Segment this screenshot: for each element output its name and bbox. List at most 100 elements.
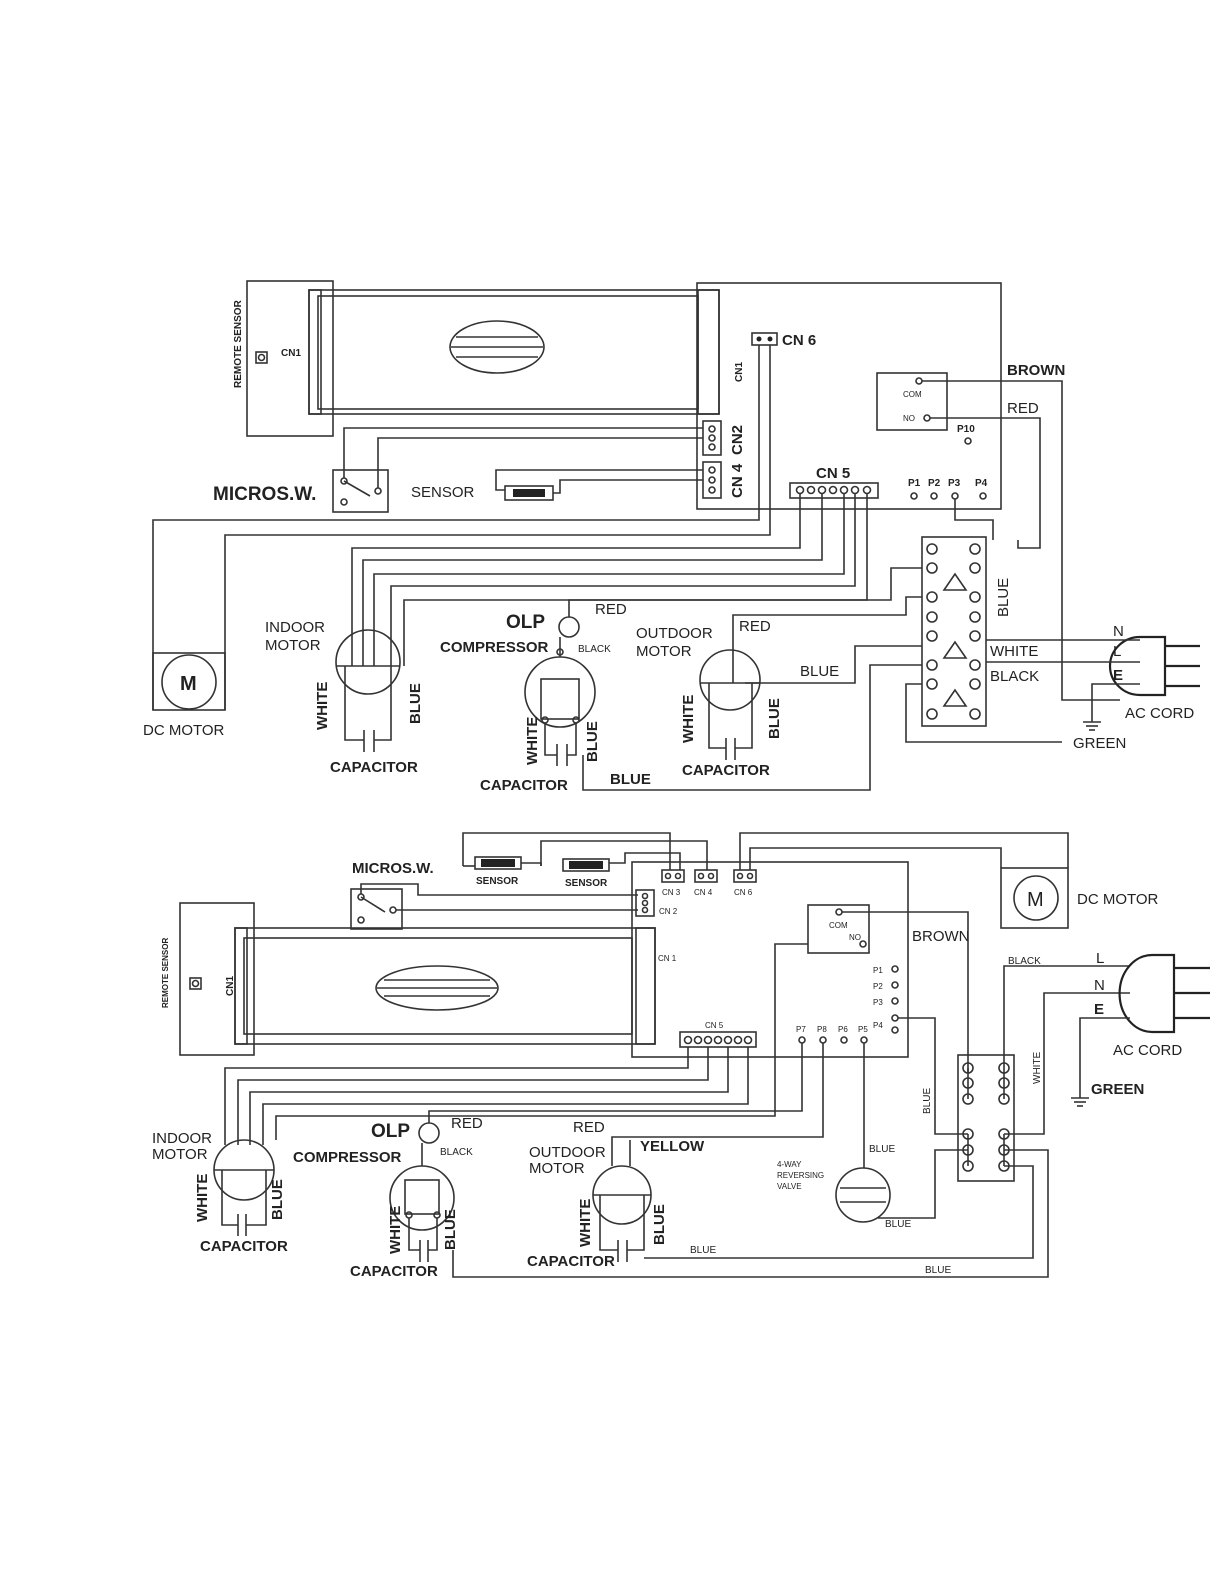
top-outdoor-capacitor: CAPACITOR	[682, 762, 770, 779]
bottom-micro-switch-label: MICROS.W.	[352, 860, 434, 877]
top-outdoor-red: RED	[739, 618, 771, 635]
bottom-cn2-label: CN 2	[659, 907, 678, 916]
bottom-p7-label: P7	[796, 1025, 806, 1034]
bottom-comp-blue-wire: BLUE	[925, 1265, 951, 1276]
bottom-display-window	[375, 965, 499, 1011]
top-outdoor-motor-label-2: MOTOR	[636, 643, 692, 660]
bottom-sensor-2	[562, 858, 610, 872]
bottom-ac-plug	[1118, 953, 1176, 1034]
top-compressor-label: COMPRESSOR	[440, 639, 549, 656]
top-sensor-label: SENSOR	[411, 484, 475, 501]
bottom-outdoor-red: RED	[573, 1119, 605, 1136]
bottom-brown-label: BROWN	[912, 928, 970, 945]
bottom-olp	[418, 1122, 440, 1144]
bottom-olp-red: RED	[451, 1115, 483, 1132]
top-p3-label: P3	[948, 478, 961, 489]
bottom-p8-label: P8	[817, 1025, 827, 1034]
bottom-cn1-left-label: CN1	[225, 976, 236, 996]
bottom-com-label: COM	[829, 921, 848, 930]
top-blue-terminal-label: BLUE	[995, 578, 1012, 617]
bottom-valve-label-1: 4-WAY	[777, 1160, 802, 1169]
top-comp-white: WHITE	[524, 717, 541, 765]
bottom-reversing-valve	[835, 1167, 891, 1223]
top-comp-blue: BLUE	[584, 721, 601, 762]
bottom-cn4-label: CN 4	[694, 888, 713, 897]
bottom-cn6-connector	[733, 869, 757, 883]
bottom-cn5-connector	[679, 1031, 757, 1048]
bottom-remote-sensor-label: REMOTE SENSOR	[161, 938, 170, 1008]
bottom-outdoor-white: WHITE	[577, 1199, 594, 1247]
top-indoor-motor	[335, 629, 401, 695]
bottom-outdoor-capacitor: CAPACITOR	[527, 1253, 615, 1270]
top-dc-motor-box	[152, 652, 226, 711]
bottom-display-frame	[234, 927, 656, 1045]
top-cn6-connector	[751, 332, 778, 346]
bottom-valve-label-3: VALVE	[777, 1182, 802, 1191]
bottom-indoor-capacitor: CAPACITOR	[200, 1238, 288, 1255]
top-dc-motor-symbol: M	[180, 673, 197, 695]
bottom-dc-motor-label: DC MOTOR	[1077, 891, 1159, 908]
top-red-relay-label: RED	[1007, 400, 1039, 417]
bottom-indoor-blue: BLUE	[269, 1179, 286, 1220]
bottom-comp-blue: BLUE	[442, 1209, 459, 1250]
bottom-display-panel	[243, 937, 633, 1035]
bottom-relay	[807, 904, 870, 954]
top-indoor-blue: BLUE	[407, 683, 424, 724]
top-outdoor-motor	[699, 649, 761, 711]
top-relay	[876, 372, 948, 431]
top-indoor-motor-label-2: MOTOR	[265, 637, 321, 654]
bottom-terminal-block	[957, 1054, 1015, 1182]
top-e-label: E	[1113, 667, 1123, 684]
bottom-cn6-label: CN 6	[734, 888, 753, 897]
bottom-white-cord-label: WHITE	[1032, 1051, 1043, 1084]
bottom-indoor-motor-label-2: MOTOR	[152, 1146, 208, 1163]
top-cn1-left-label: CN1	[281, 348, 301, 359]
top-remote-sensor-board	[246, 280, 334, 437]
bottom-olp-label: OLP	[371, 1121, 410, 1142]
top-n-label: N	[1113, 623, 1124, 640]
top-ac-cord-label: AC CORD	[1125, 705, 1194, 722]
bottom-p5-label: P5	[858, 1025, 868, 1034]
top-indoor-capacitor: CAPACITOR	[330, 759, 418, 776]
bottom-indoor-motor-label-1: INDOOR	[152, 1130, 212, 1147]
top-black-cord-label: BLACK	[990, 668, 1039, 685]
bottom-micro-switch	[350, 888, 403, 930]
bottom-p2-label: P2	[873, 982, 883, 991]
bottom-p4-label: P4	[873, 1021, 883, 1030]
top-compressor-black: BLACK	[578, 644, 611, 655]
top-indoor-motor-label-1: INDOOR	[265, 619, 325, 636]
bottom-sensor-2-label: SENSOR	[565, 878, 608, 889]
top-comp-blue-wire: BLUE	[610, 771, 651, 788]
top-white-cord-label: WHITE	[990, 643, 1038, 660]
bottom-cn5-label: CN 5	[705, 1021, 724, 1030]
top-remote-sensor-chip	[255, 351, 268, 364]
bottom-outdoor-blue-wire: BLUE	[690, 1245, 716, 1256]
top-com-label: COM	[903, 390, 922, 399]
top-micro-switch-label: MICROS.W.	[213, 484, 316, 505]
bottom-diagram: SENSOR SENSOR CN 3 CN 4 CN 6 M DC MOTOR …	[152, 832, 1210, 1280]
bottom-remote-sensor-board	[179, 902, 255, 1056]
bottom-cn1-right-label: CN 1	[658, 954, 677, 963]
top-outdoor-motor-label-1: OUTDOOR	[636, 625, 713, 642]
bottom-ac-cord-label: AC CORD	[1113, 1042, 1182, 1059]
top-terminal-block	[921, 536, 987, 727]
bottom-compressor-label: COMPRESSOR	[293, 1149, 402, 1166]
bottom-comp-white: WHITE	[387, 1206, 404, 1254]
top-cn1-right-label: CN1	[734, 362, 745, 382]
bottom-p6-label: P6	[838, 1025, 848, 1034]
top-dc-motor-label: DC MOTOR	[143, 722, 225, 739]
bottom-blue-terminal-label: BLUE	[922, 1088, 933, 1114]
bottom-indoor-white: WHITE	[194, 1174, 211, 1222]
bottom-l-label: L	[1096, 950, 1104, 967]
bottom-no-label: NO	[849, 933, 861, 942]
bottom-sensor-1-label: SENSOR	[476, 876, 519, 887]
top-diagram: REMOTE SENSOR CN1 CN1 CN 6 CN2 CN 4 MICR…	[143, 280, 1200, 794]
bottom-valve-blue-bottom: BLUE	[885, 1219, 911, 1230]
top-display-frame	[308, 289, 720, 415]
bottom-cn2-connector	[635, 889, 655, 917]
top-display-panel	[317, 295, 699, 410]
top-brown-label: BROWN	[1007, 362, 1065, 379]
bottom-outdoor-blue: BLUE	[651, 1204, 668, 1245]
top-olp-label: OLP	[506, 612, 545, 633]
